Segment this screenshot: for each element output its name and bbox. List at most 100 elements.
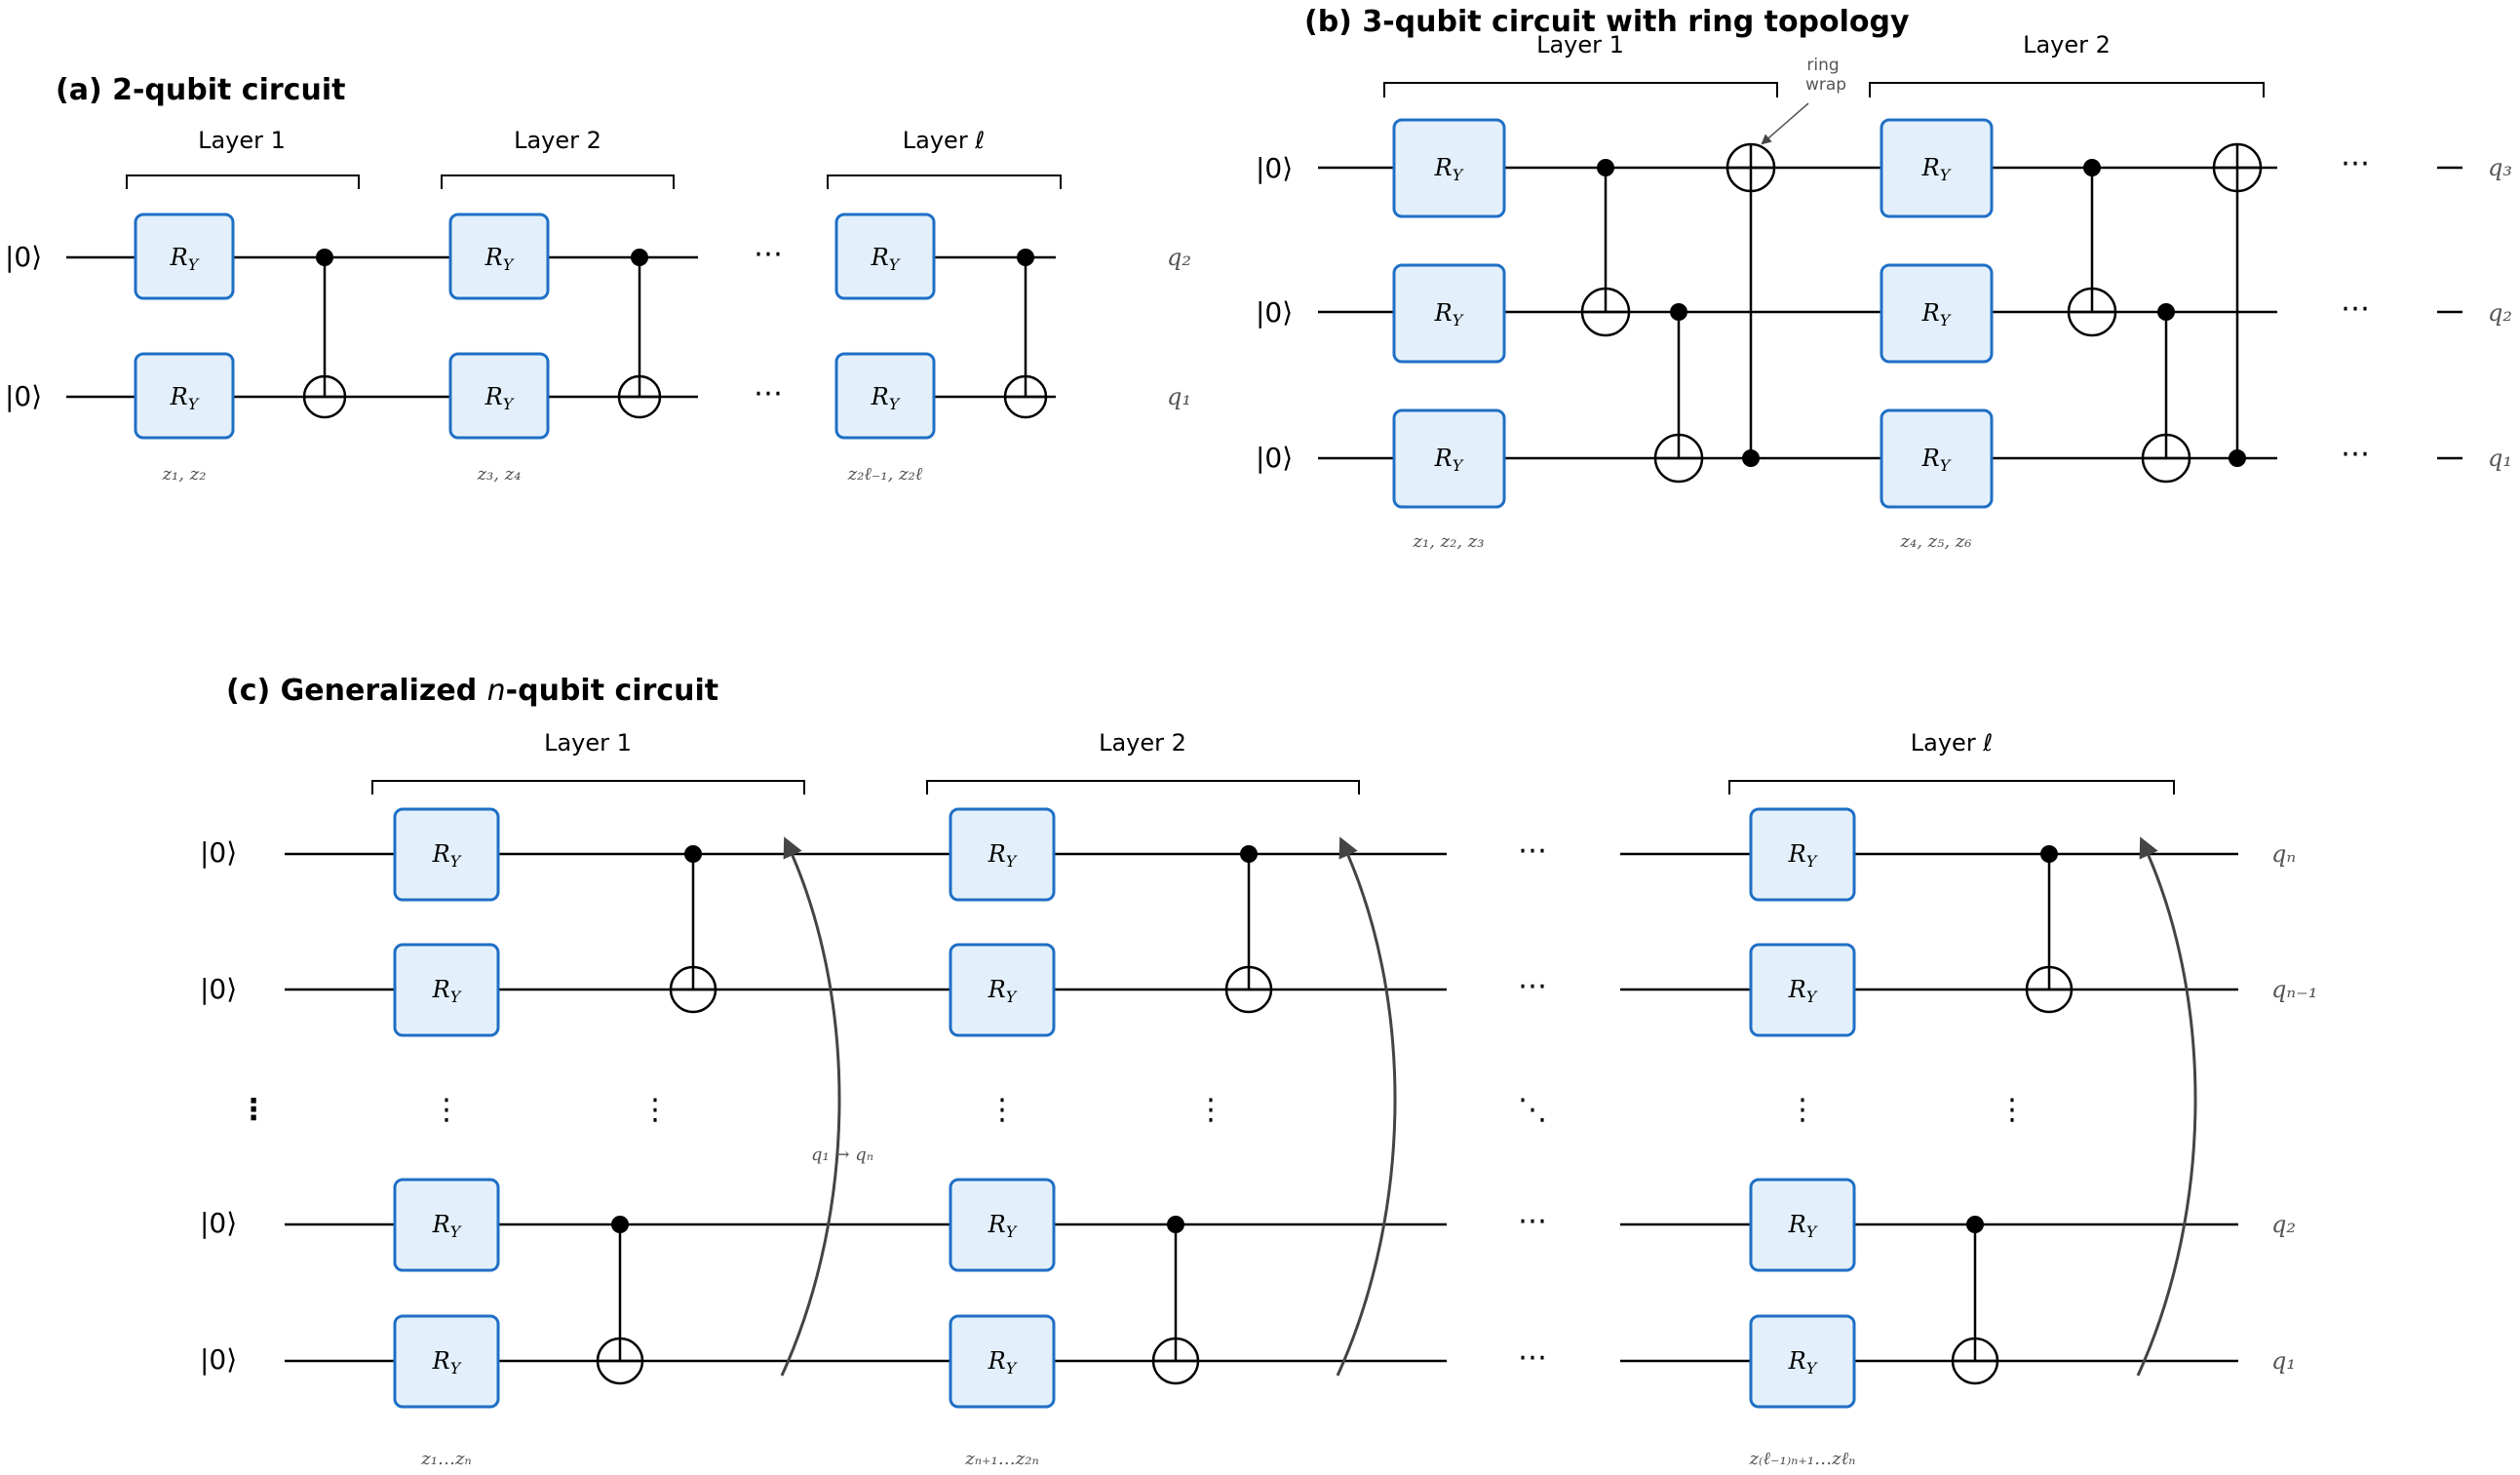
- ry-gate: RY: [949, 807, 1056, 902]
- ry-gate: RY: [1880, 263, 1994, 364]
- vertical-ellipsis: ⋮: [1196, 1093, 1225, 1127]
- layer-bracket: [1869, 82, 2265, 97]
- vertical-ellipsis: ⋮: [239, 1093, 268, 1127]
- panel-a-title: (a) 2-qubit circuit: [56, 73, 345, 107]
- layer-bracket: [441, 175, 675, 189]
- ry-gate: RY: [1749, 807, 1856, 902]
- ry-gate: RY: [1392, 263, 1506, 364]
- layer-label: Layer ℓ: [1911, 729, 1993, 757]
- cnot-gate: [302, 249, 347, 419]
- vertical-ellipsis: ⋮: [432, 1093, 461, 1127]
- panel-b: (b) 3-qubit circuit with ring topology L…: [1256, 5, 2512, 552]
- ry-gate: RY: [1749, 1314, 1856, 1409]
- vertical-ellipsis: ⋮: [1997, 1093, 2027, 1127]
- param-label: z₁, z₂: [162, 464, 207, 485]
- cnot-gate: [1580, 159, 1631, 337]
- param-label: z₃, z₄: [477, 464, 522, 485]
- svg-text:RY: RY: [485, 244, 515, 274]
- ket-zero: |0⟩: [200, 1343, 237, 1376]
- layer-label: Layer ℓ: [903, 127, 985, 154]
- qubit-label: q₁: [1167, 383, 1191, 410]
- qubit-label: q₂: [1167, 244, 1191, 271]
- ket-zero: |0⟩: [200, 836, 237, 869]
- ry-gate: RY: [393, 1178, 500, 1272]
- ring-wrap-arc: [1336, 836, 1397, 1377]
- cnot-gate: [596, 1216, 644, 1385]
- ry-gate: RY: [949, 943, 1056, 1037]
- ellipsis: ⋯: [1518, 969, 1547, 1003]
- param-label: z₄, z₅, z₆: [1900, 531, 1972, 552]
- vertical-ellipsis: ⋮: [640, 1093, 670, 1127]
- ring-wrap-note: wrap: [1805, 75, 1846, 95]
- ellipsis: ⋯: [2341, 291, 2370, 326]
- panel-b-title: (b) 3-qubit circuit with ring topology: [1304, 5, 1910, 39]
- qubit-label: q₁: [2488, 445, 2512, 472]
- cnot-gate: [1653, 303, 1704, 484]
- layer-bracket: [926, 780, 1360, 795]
- svg-text:RY: RY: [432, 1211, 462, 1241]
- ket-zero: |0⟩: [1256, 152, 1293, 184]
- vertical-ellipsis: ⋮: [1788, 1093, 1817, 1127]
- vertical-ellipsis: ⋮: [988, 1093, 1017, 1127]
- ket-zero: |0⟩: [200, 973, 237, 1005]
- ry-gate: RY: [1392, 408, 1506, 509]
- ry-gate: RY: [393, 1314, 500, 1409]
- ry-gate: RY: [448, 352, 550, 440]
- cnot-gate: [1224, 845, 1273, 1014]
- layer-bracket: [827, 175, 1062, 189]
- qubit-label: q₃: [2488, 154, 2512, 181]
- param-label: z₁…zₙ: [420, 1449, 471, 1469]
- qubit-label: qₙ₋₁: [2271, 976, 2317, 1003]
- ket-zero: |0⟩: [200, 1207, 237, 1239]
- layer-bracket: [1383, 82, 1778, 97]
- qubit-label: q₂: [2271, 1211, 2296, 1238]
- param-label: z₁, z₂, z₃: [1413, 531, 1485, 552]
- ry-gate: RY: [134, 213, 235, 300]
- qubit-label: q₁: [2271, 1347, 2296, 1375]
- ket-zero: |0⟩: [1256, 442, 1293, 474]
- ry-gate: RY: [448, 213, 550, 300]
- ket-zero: |0⟩: [5, 241, 42, 273]
- svg-text:RY: RY: [988, 1211, 1018, 1241]
- wrap-note: q₁ → qₙ: [811, 1145, 873, 1165]
- layer-bracket: [1728, 780, 2175, 795]
- ry-gate: RY: [1880, 408, 1994, 509]
- param-label: z₂ℓ₋₁, z₂ℓ: [847, 464, 923, 485]
- diagonal-ellipsis: ⋱: [1518, 1093, 1547, 1127]
- ellipsis: ⋯: [1518, 834, 1547, 868]
- ry-gate: RY: [949, 1314, 1056, 1409]
- panel-a: (a) 2-qubit circuit Layer 1 Layer 2 Laye…: [5, 73, 1191, 485]
- ry-gate: RY: [134, 352, 235, 440]
- layer-label: Layer 1: [544, 729, 632, 757]
- layer-label: Layer 2: [2023, 31, 2111, 58]
- svg-text:RY: RY: [988, 976, 1018, 1006]
- layer-label: Layer 2: [1099, 729, 1186, 757]
- ellipsis: ⋯: [754, 237, 783, 271]
- cnot-gate: [2025, 845, 2074, 1014]
- cnot-gate: [617, 249, 662, 419]
- ry-gate: RY: [1880, 118, 1994, 218]
- ellipsis: ⋯: [2341, 146, 2370, 180]
- cnot-gate: [2212, 142, 2263, 467]
- ket-zero: |0⟩: [5, 380, 42, 412]
- ry-gate: RY: [834, 352, 936, 440]
- layer-label: Layer 1: [1536, 31, 1624, 58]
- svg-text:RY: RY: [1788, 840, 1818, 871]
- ellipsis: ⋯: [1518, 1340, 1547, 1375]
- panel-c-title: (c) Generalized n-qubit circuit: [226, 674, 718, 708]
- ellipsis: ⋯: [1518, 1204, 1547, 1238]
- ry-gate: RY: [949, 1178, 1056, 1272]
- cnot-gate: [2067, 159, 2117, 337]
- ring-wrap-note: ring: [1806, 56, 1839, 75]
- ellipsis: ⋯: [754, 376, 783, 410]
- ry-gate: RY: [1749, 1178, 1856, 1272]
- cnot-gate: [1151, 1216, 1200, 1385]
- ry-gate: RY: [1392, 118, 1506, 218]
- qubit-label: q₂: [2488, 299, 2512, 327]
- layer-bracket: [126, 175, 360, 189]
- ring-wrap-arrow: [1761, 102, 1809, 145]
- cnot-gate: [1951, 1216, 1999, 1385]
- cnot-gate: [1003, 249, 1048, 419]
- ry-gate: RY: [1749, 943, 1856, 1037]
- panel-c: (c) Generalized n-qubit circuit Layer 1 …: [200, 674, 2317, 1469]
